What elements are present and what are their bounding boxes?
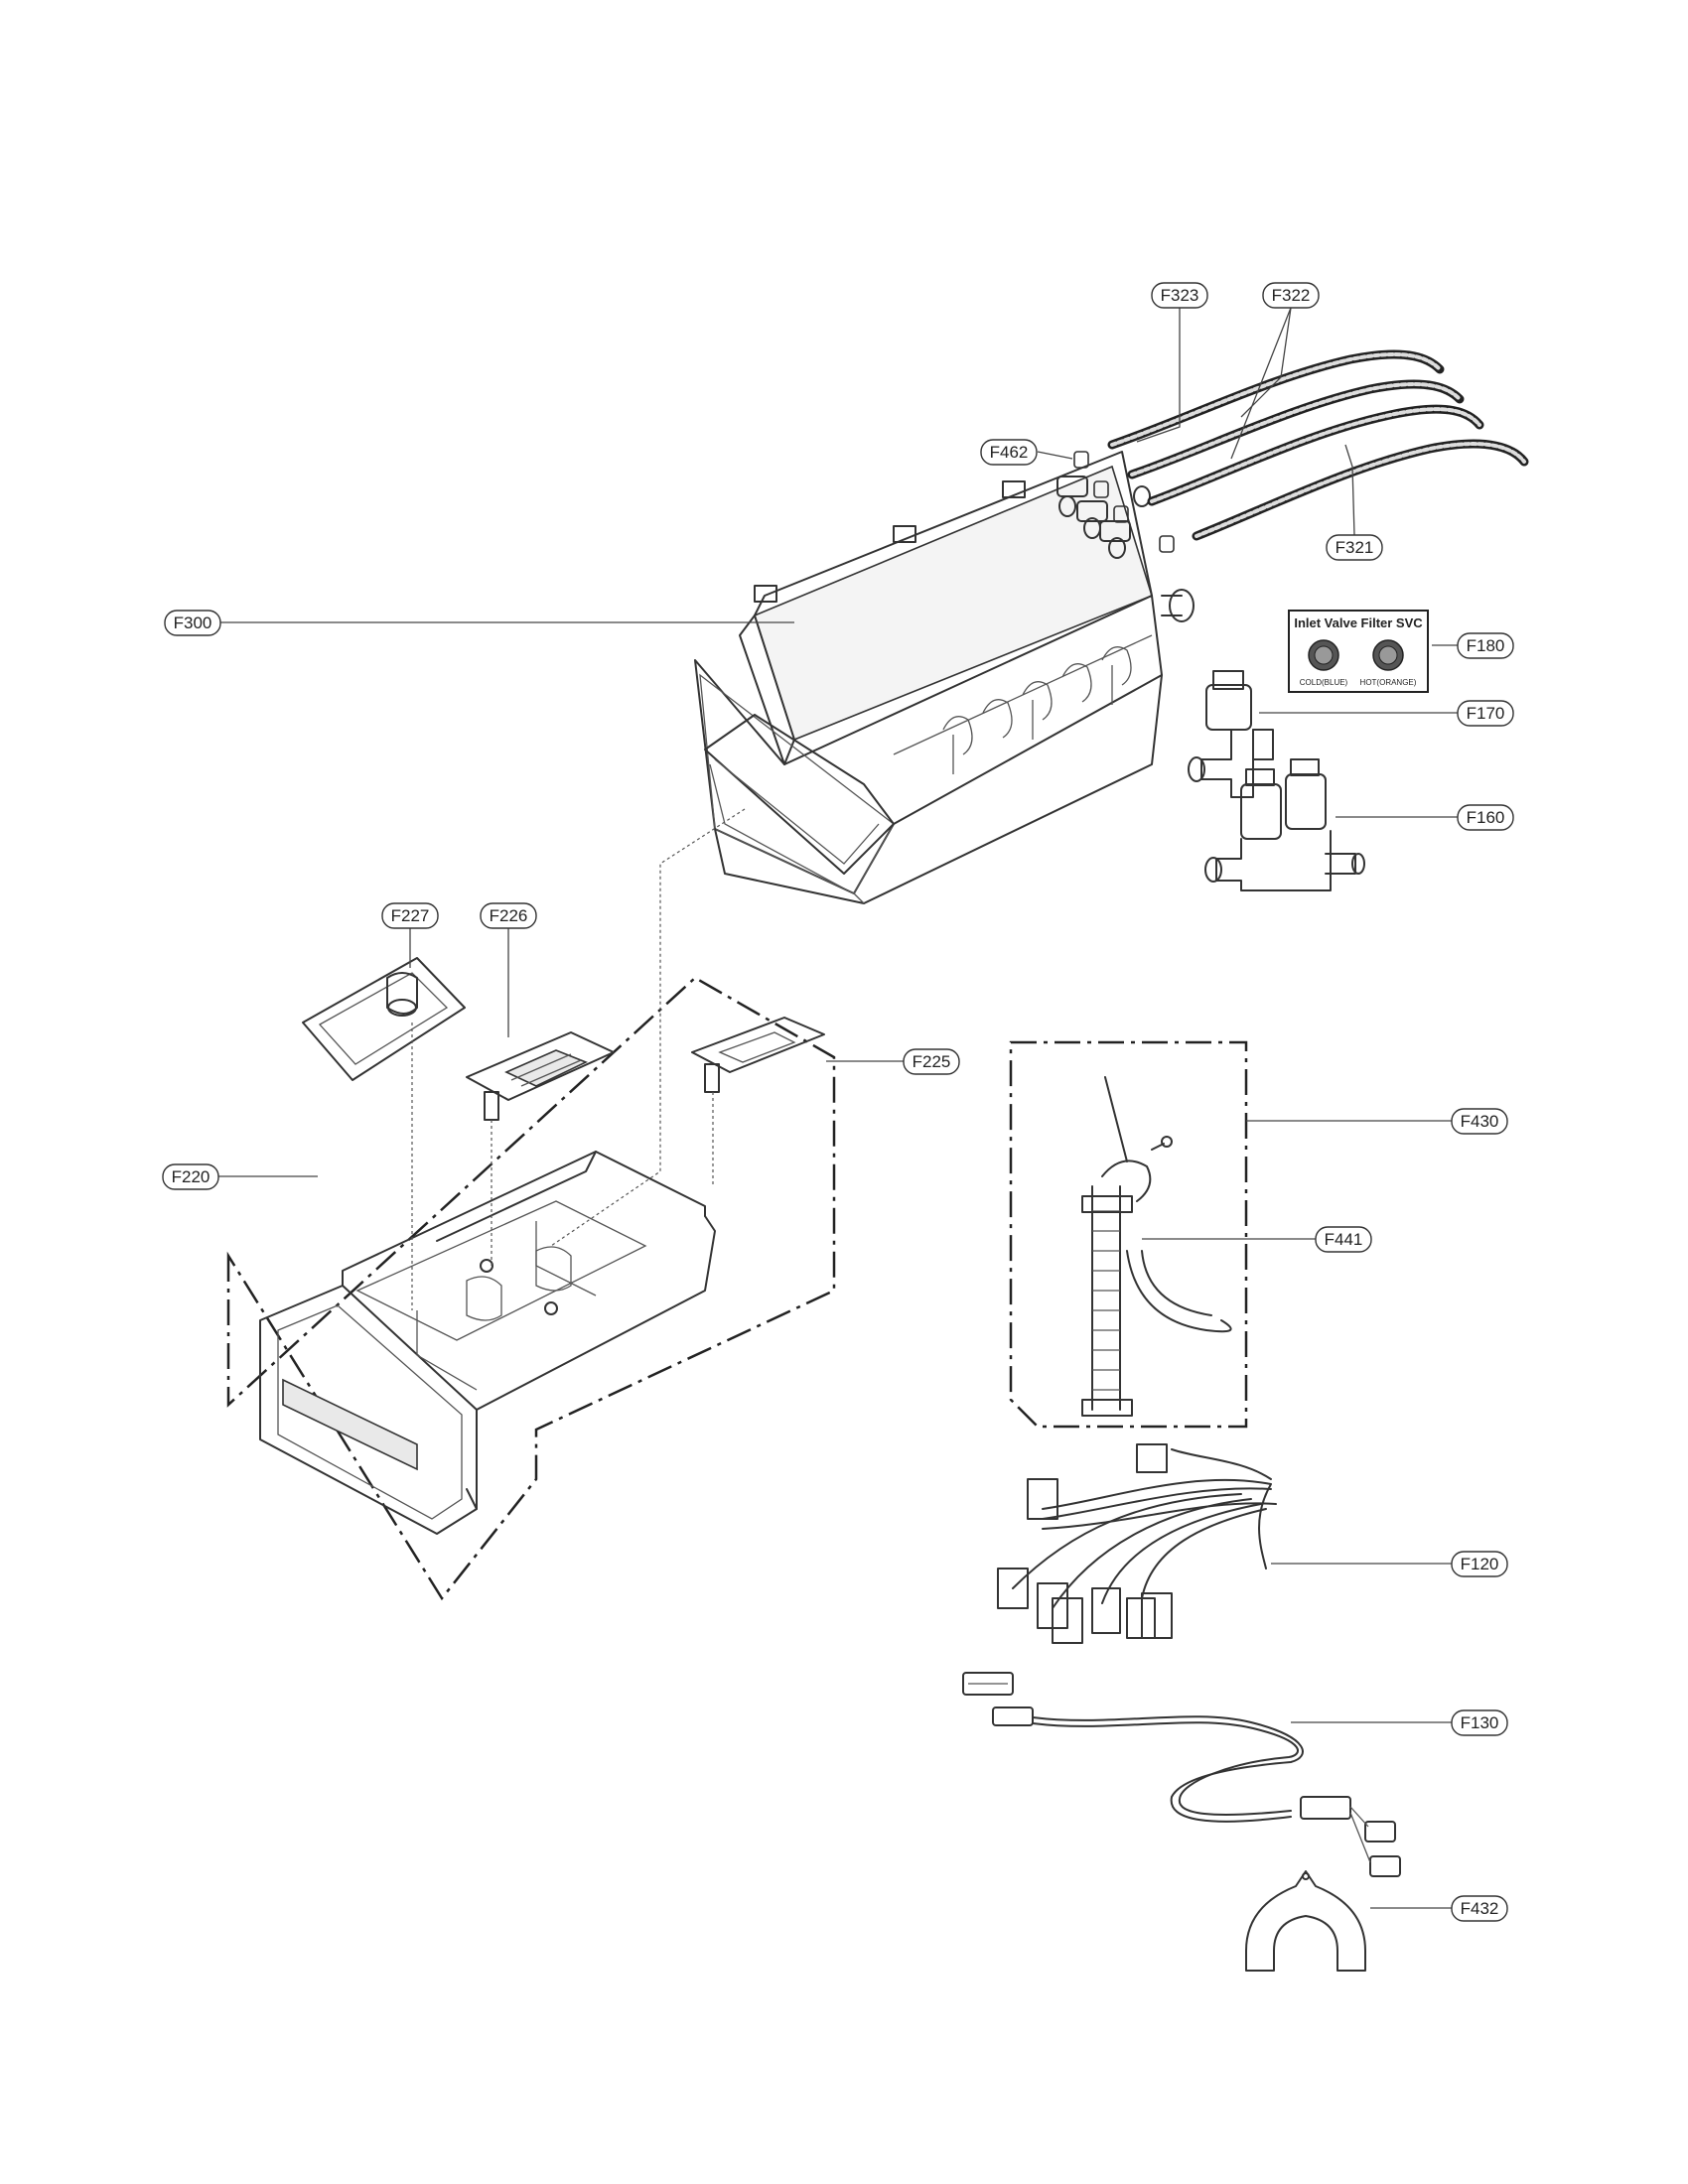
sub-wire-harness-drawing — [962, 1672, 1401, 1877]
callout-label: F430 — [1461, 1112, 1499, 1131]
callout-F321[interactable]: F321 — [1326, 534, 1383, 561]
callout-label: F160 — [1467, 808, 1505, 827]
inlet-hoses-drawing — [1073, 349, 1529, 553]
callout-F441[interactable]: F441 — [1315, 1226, 1372, 1253]
callout-label: F180 — [1467, 636, 1505, 655]
siphon-cap-drawing — [302, 957, 466, 1081]
callout-label: F120 — [1461, 1555, 1499, 1573]
callout-label: F323 — [1161, 286, 1199, 305]
main-wire-harness-drawing — [997, 1443, 1277, 1644]
dispenser-housing-drawing — [694, 451, 1195, 904]
callout-label: F130 — [1461, 1713, 1499, 1732]
callout-F300[interactable]: F300 — [164, 610, 221, 636]
detergent-drawer-drawing — [259, 1151, 716, 1535]
callout-F432[interactable]: F432 — [1451, 1895, 1508, 1922]
tube-assembly-boundary — [1009, 1040, 1248, 1429]
drain-tube-drawing — [1081, 1076, 1232, 1417]
inlet-valve-filter-kit: Inlet Valve Filter SVC COLD(BLUE) HOT(OR… — [1288, 610, 1429, 693]
callout-label: F226 — [490, 906, 528, 925]
callout-F170[interactable]: F170 — [1457, 700, 1514, 727]
callout-F160[interactable]: F160 — [1457, 804, 1514, 831]
callout-F220[interactable]: F220 — [162, 1163, 219, 1190]
softener-cover-drawing — [466, 1031, 615, 1121]
callout-label: F462 — [990, 443, 1029, 462]
callout-label: F227 — [391, 906, 430, 925]
callout-F226[interactable]: F226 — [480, 902, 537, 929]
bleach-cover-drawing — [691, 1017, 825, 1093]
callout-label: F322 — [1272, 286, 1311, 305]
callout-F180[interactable]: F180 — [1457, 632, 1514, 659]
callout-label: F300 — [174, 614, 212, 632]
u-clamp-drawing — [1245, 1870, 1366, 1972]
callout-label: F225 — [913, 1052, 951, 1071]
alignment-lines — [411, 808, 746, 1310]
part-callouts: F323 F322 F462 F321 F300 F180 F170 F160 — [162, 282, 1514, 1922]
callout-F430[interactable]: F430 — [1451, 1108, 1508, 1135]
callout-F227[interactable]: F227 — [381, 902, 439, 929]
callout-F130[interactable]: F130 — [1451, 1709, 1508, 1736]
leader-lines — [218, 307, 1458, 1909]
callout-F323[interactable]: F323 — [1151, 282, 1208, 309]
callout-label: F432 — [1461, 1899, 1499, 1918]
single-inlet-valve-drawing — [1188, 670, 1274, 798]
filter-hot-label: HOT(ORANGE) — [1360, 678, 1417, 687]
double-inlet-valve-drawing — [1204, 758, 1365, 891]
callout-label: F220 — [172, 1167, 211, 1186]
filter-kit-title: Inlet Valve Filter SVC — [1294, 615, 1423, 630]
callout-label: F321 — [1336, 538, 1374, 557]
filter-cold-label: COLD(BLUE) — [1300, 678, 1348, 687]
callout-F322[interactable]: F322 — [1262, 282, 1320, 309]
callout-label: F170 — [1467, 704, 1505, 723]
drawer-assembly-boundary — [226, 976, 836, 1601]
callout-F225[interactable]: F225 — [903, 1048, 960, 1075]
callout-F462[interactable]: F462 — [980, 439, 1038, 466]
callout-F120[interactable]: F120 — [1451, 1551, 1508, 1577]
callout-label: F441 — [1325, 1230, 1363, 1249]
